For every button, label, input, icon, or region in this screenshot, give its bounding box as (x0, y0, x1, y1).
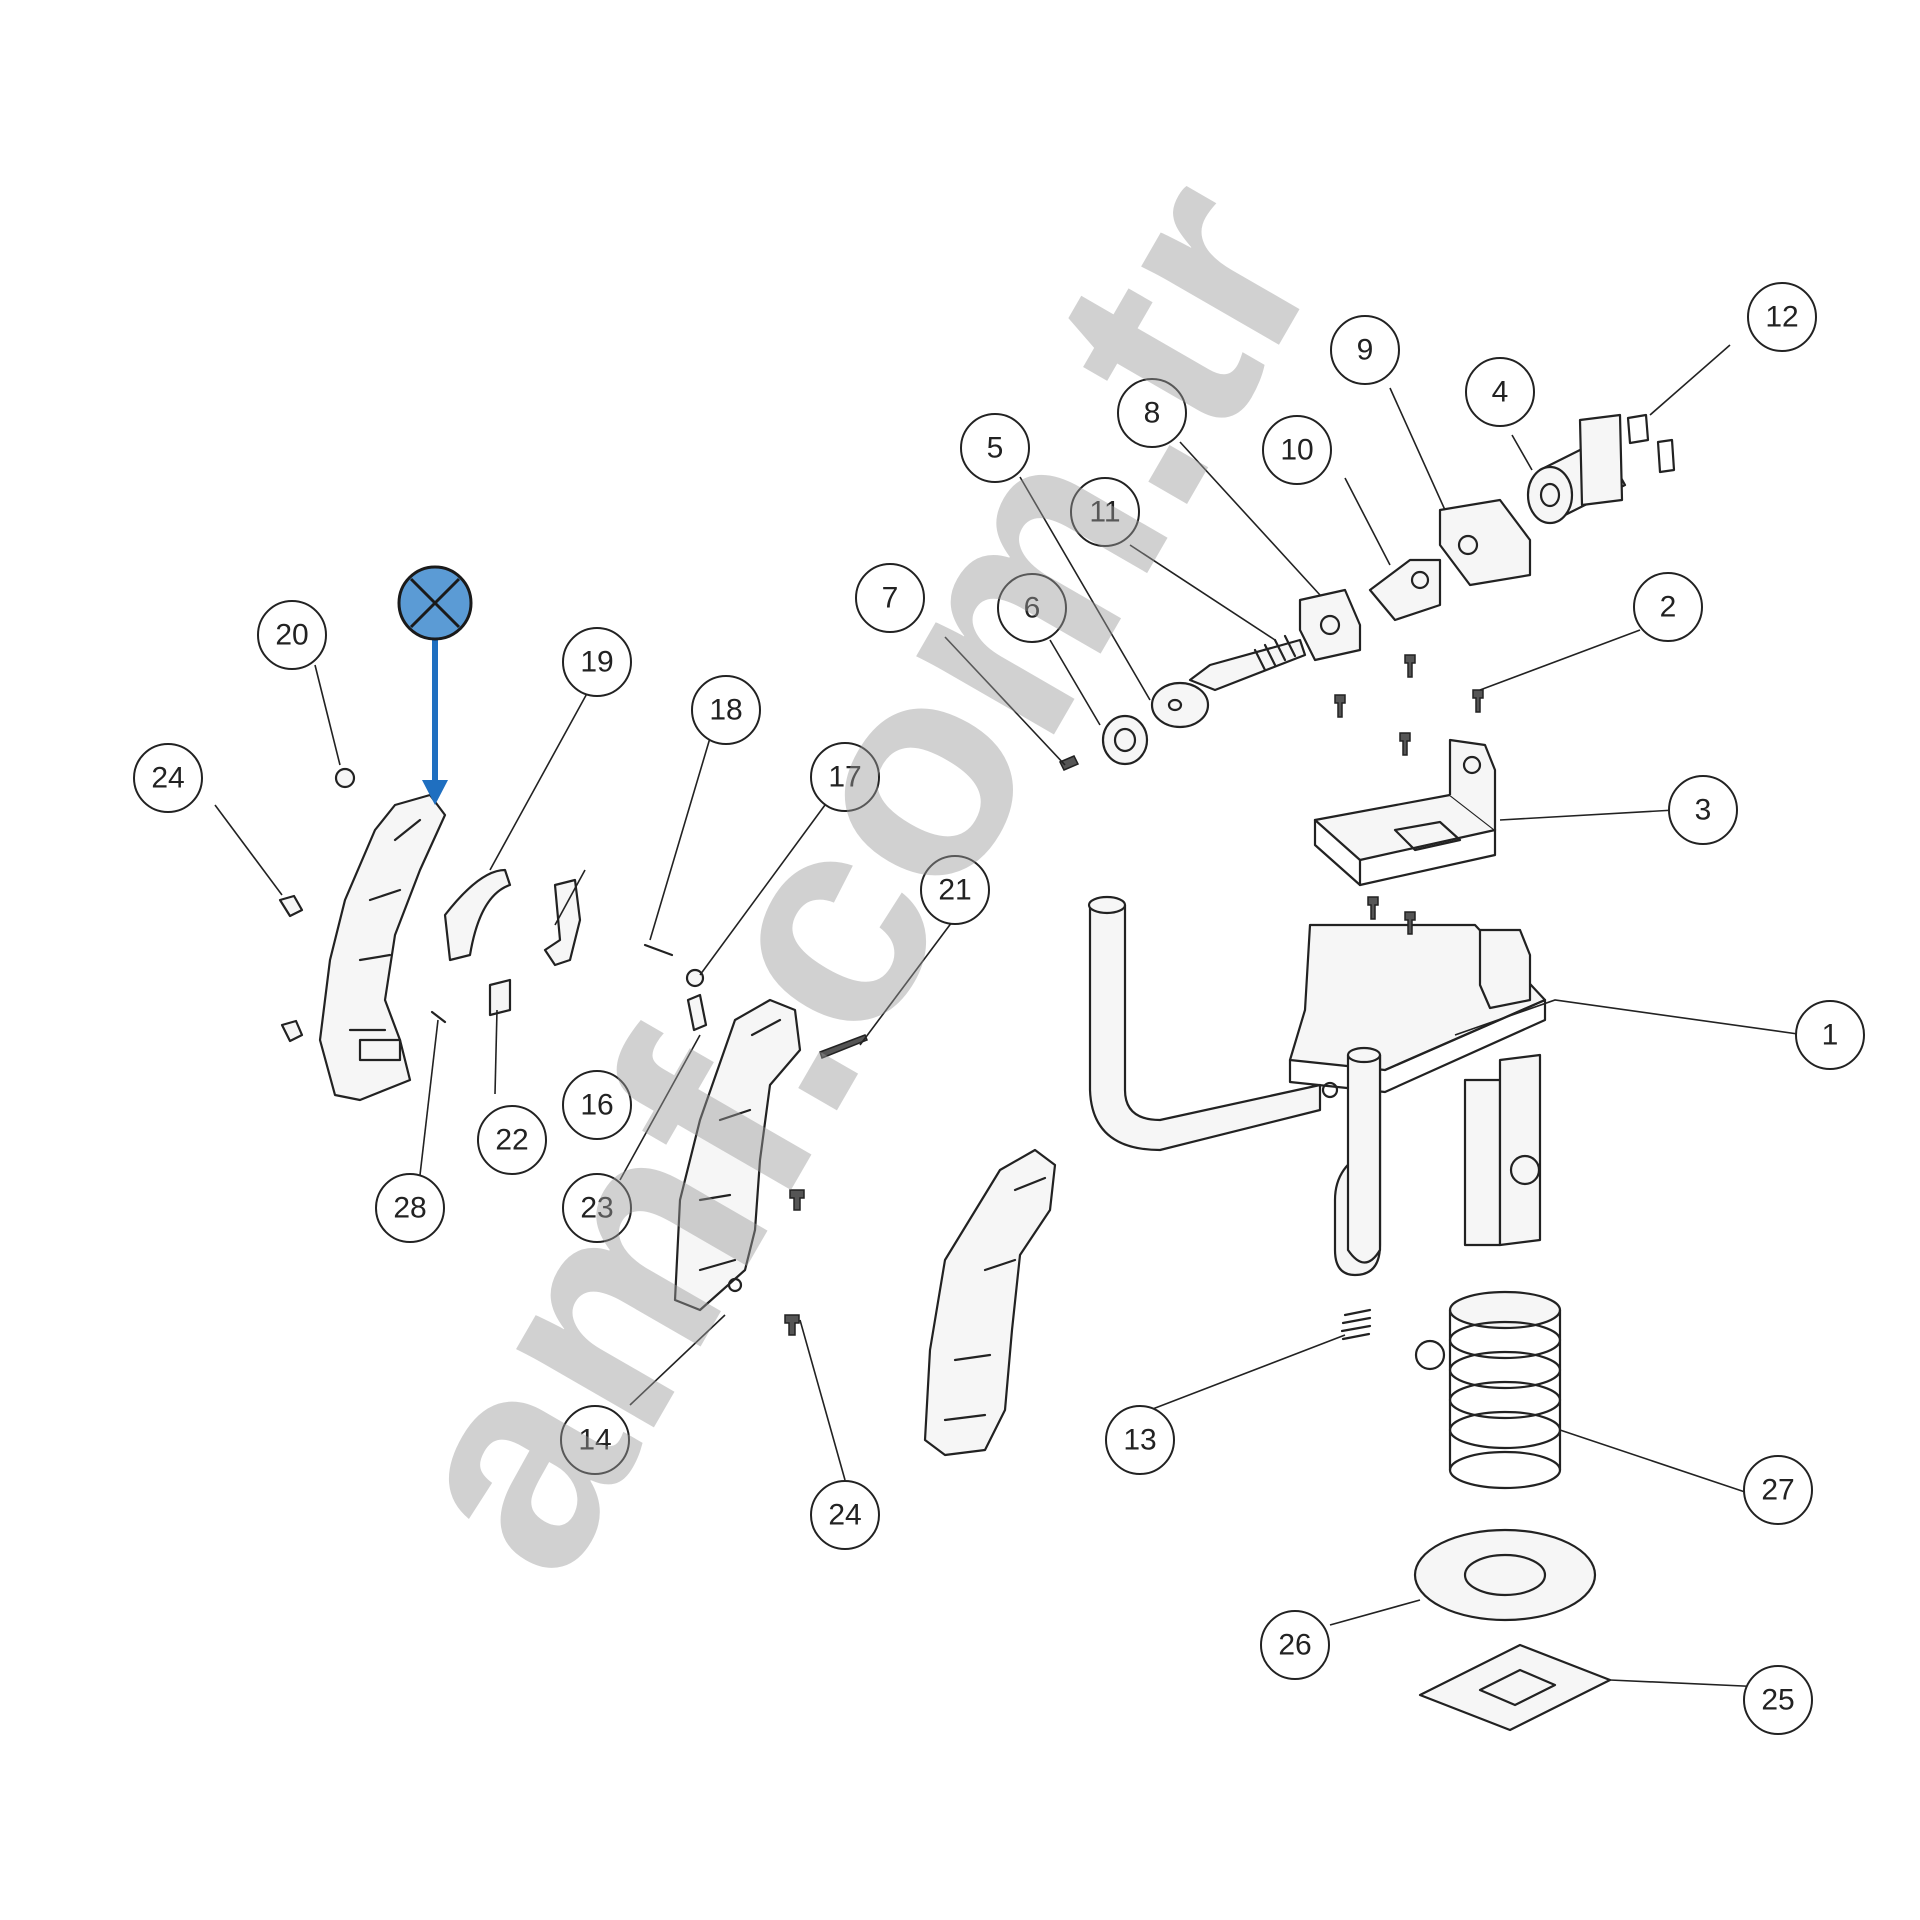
callout-1-label: 1 (1822, 1019, 1839, 1052)
part-small-components (443, 868, 868, 1059)
callout-21: 21 (920, 855, 990, 925)
callout-21-label: 21 (938, 874, 971, 907)
callout-5-label: 5 (987, 432, 1004, 465)
callout-17-label: 17 (828, 761, 861, 794)
callout-8-label: 8 (1144, 397, 1161, 430)
leader-lines (214, 344, 1806, 1688)
callout-13: 13 (1105, 1405, 1175, 1475)
callout-4: 4 (1465, 357, 1535, 427)
callout-26-label: 26 (1278, 1629, 1311, 1662)
part-plunger-assembly (1058, 634, 1307, 771)
callout-24-left-label: 24 (151, 762, 184, 795)
callout-25: 25 (1743, 1665, 1813, 1735)
callout-14: 14 (560, 1405, 630, 1475)
callout-6-label: 6 (1024, 592, 1041, 625)
part-solenoid-assembly (1298, 413, 1676, 662)
callout-23-label: 23 (580, 1192, 613, 1225)
callout-7: 7 (855, 563, 925, 633)
callout-17: 17 (810, 742, 880, 812)
callout-2: 2 (1633, 572, 1703, 642)
callout-6: 6 (997, 573, 1067, 643)
callout-3: 3 (1668, 775, 1738, 845)
callout-12-label: 12 (1765, 301, 1798, 334)
callout-11-label: 11 (1089, 496, 1120, 529)
callout-28: 28 (375, 1173, 445, 1243)
callout-5: 5 (960, 413, 1030, 483)
callout-18-label: 18 (709, 694, 742, 727)
callout-27: 27 (1743, 1455, 1813, 1525)
callout-26: 26 (1260, 1610, 1330, 1680)
callout-2-label: 2 (1660, 591, 1677, 624)
callout-28-label: 28 (393, 1192, 426, 1225)
watermark: amf.com.tr (324, 126, 1382, 1622)
callout-11: 11 (1070, 477, 1140, 547)
callout-22-label: 22 (495, 1124, 528, 1157)
callout-1: 1 (1795, 1000, 1865, 1070)
callout-7-label: 7 (882, 582, 899, 615)
part-handle-middle (673, 998, 805, 1336)
callout-4-label: 4 (1492, 376, 1509, 409)
callout-25-label: 25 (1761, 1684, 1794, 1717)
callout-19-label: 19 (580, 646, 613, 679)
callout-10-label: 10 (1280, 434, 1313, 467)
callout-9-label: 9 (1357, 334, 1374, 367)
callout-20: 20 (257, 600, 327, 670)
callout-18: 18 (691, 675, 761, 745)
callout-22: 22 (477, 1105, 547, 1175)
crosshair-x-line-b (409, 577, 461, 629)
callout-27-label: 27 (1761, 1474, 1794, 1507)
callout-16-label: 16 (580, 1089, 613, 1122)
watermark-text: amf.com.tr (324, 126, 1382, 1622)
callout-16: 16 (562, 1070, 632, 1140)
part-handle-right (923, 1148, 1057, 1457)
marker-arrow-head (422, 780, 448, 805)
part-base-components (1340, 1290, 1612, 1732)
callout-19: 19 (562, 627, 632, 697)
callout-9: 9 (1330, 315, 1400, 385)
callout-20-label: 20 (275, 619, 308, 652)
callout-24-left: 24 (133, 743, 203, 813)
callout-14-label: 14 (578, 1424, 611, 1457)
callout-23: 23 (562, 1173, 632, 1243)
callout-12: 12 (1747, 282, 1817, 352)
callout-3-label: 3 (1695, 794, 1712, 827)
crosshair-marker[interactable] (397, 565, 473, 805)
callout-24-bottom-label: 24 (828, 1499, 861, 1532)
part-handle-left (278, 767, 447, 1102)
callout-8: 8 (1117, 378, 1187, 448)
callout-10: 10 (1262, 415, 1332, 485)
part-bracket (1313, 654, 1497, 935)
part-frame (1087, 895, 1547, 1277)
callout-13-label: 13 (1123, 1424, 1156, 1457)
callout-24-bottom: 24 (810, 1480, 880, 1550)
